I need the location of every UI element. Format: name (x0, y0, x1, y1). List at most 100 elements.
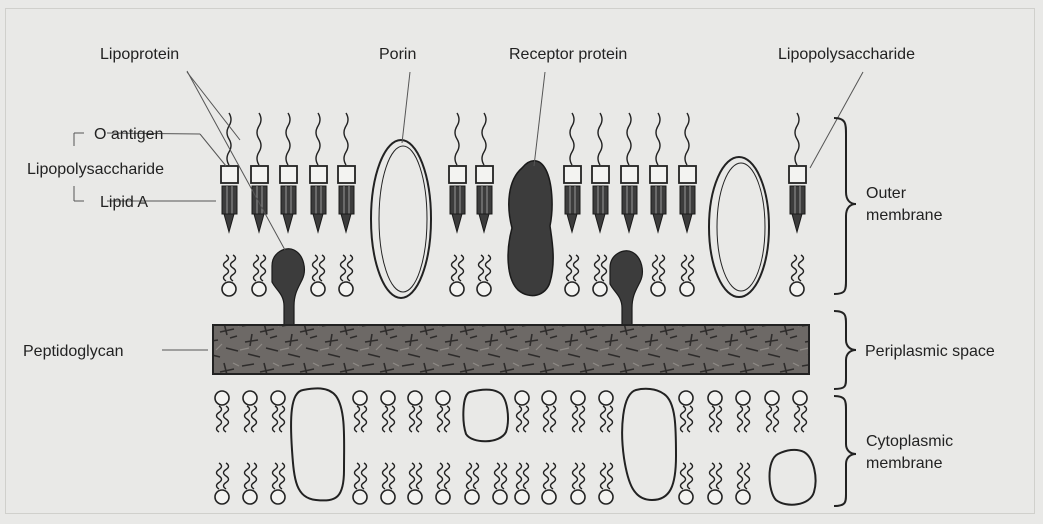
phospholipid-head (679, 490, 693, 504)
phospholipid-head (708, 391, 722, 405)
lipid-tail (252, 406, 257, 432)
lipid-a (593, 186, 608, 214)
phospholipid-head (651, 282, 665, 296)
lipid-tail (245, 406, 250, 432)
lipid-tail (273, 406, 278, 432)
lipid-tail (341, 255, 346, 281)
phospholipid-head (790, 282, 804, 296)
phospholipid-head (793, 391, 807, 405)
lipid-tail (688, 463, 693, 489)
phospholipid-head (381, 391, 395, 405)
phospholipid-head (493, 490, 507, 504)
lps-core (650, 166, 667, 183)
brace-cytoplasmic-membrane (834, 396, 856, 506)
lipid-tail (479, 255, 484, 281)
phospholipid-head (542, 391, 556, 405)
lipid-tail (682, 255, 687, 281)
label-receptor-protein: Receptor protein (509, 46, 627, 63)
lipid-tail (252, 463, 257, 489)
lipid-tail (524, 406, 529, 432)
lipid-tail (474, 463, 479, 489)
lipid-tail (231, 255, 236, 281)
lps-core (449, 166, 466, 183)
lipid-a (565, 186, 580, 214)
peptidoglycan-layer (213, 325, 809, 374)
o-antigen-chain (570, 113, 574, 165)
lps-core (789, 166, 806, 183)
lipid-tail (738, 463, 743, 489)
phospholipid-head (243, 490, 257, 504)
phospholipid-head (408, 490, 422, 504)
lipid-tail (410, 463, 415, 489)
cytoplasmic-membrane (215, 391, 807, 504)
lipid-tail (459, 255, 464, 281)
phospholipid-head (436, 490, 450, 504)
lipid-tail (802, 406, 807, 432)
lipid-tail (390, 463, 395, 489)
lps-core (280, 166, 297, 183)
lipid-tail (745, 406, 750, 432)
label-outer-membrane-line1: Outer (866, 185, 907, 202)
lipid-tail (280, 463, 285, 489)
phospholipid-head (311, 282, 325, 296)
lipid-tail (580, 406, 585, 432)
lipid-tail (544, 406, 549, 432)
label-lipoprotein: Lipoprotein (100, 46, 179, 63)
phospholipid-head (381, 490, 395, 504)
lipid-tail (280, 406, 285, 432)
lipid-tail (717, 406, 722, 432)
lipid-tail (524, 463, 529, 489)
label-cytoplasmic-membrane-line2: membrane (866, 455, 943, 472)
lipid-tail (495, 463, 500, 489)
membrane-protein (463, 390, 508, 442)
lipid-tail (573, 406, 578, 432)
lipid-a (622, 186, 637, 214)
lipid-tail (390, 406, 395, 432)
o-antigen-chain (455, 113, 459, 165)
phospholipid-head (736, 391, 750, 405)
phospholipid-head (736, 490, 750, 504)
lipid-tail (774, 406, 779, 432)
label-cytoplasmic-membrane-line1: Cytoplasmic (866, 433, 953, 450)
phospholipid-head (243, 391, 257, 405)
lipid-a (680, 186, 695, 214)
phospholipid-head (408, 391, 422, 405)
brace-outer-membrane (834, 118, 856, 294)
lipid-tail (517, 463, 522, 489)
phospholipid-head (708, 490, 722, 504)
lipid-tail (486, 255, 491, 281)
o-antigen-chain (627, 113, 631, 165)
lipid-tail (710, 406, 715, 432)
lipid-tail (348, 255, 353, 281)
lipid-tail (224, 406, 229, 432)
lipid-tail (681, 463, 686, 489)
lipid-tail (224, 255, 229, 281)
lipid-tail (313, 255, 318, 281)
lipid-tail (689, 255, 694, 281)
lipid-tail (710, 463, 715, 489)
phospholipid-head (436, 391, 450, 405)
phospholipid-head (571, 391, 585, 405)
lipid-tail (653, 255, 658, 281)
lipid-tail (660, 255, 665, 281)
lipid-tail (602, 255, 607, 281)
o-antigen-chain (482, 113, 486, 165)
porin-protein (709, 157, 769, 297)
lipid-tail (608, 406, 613, 432)
label-porin: Porin (379, 46, 416, 63)
lipid-tail (681, 406, 686, 432)
phospholipid-head (765, 391, 779, 405)
o-antigen-chain (316, 113, 320, 165)
phospholipid-head (252, 282, 266, 296)
lipid-a (252, 186, 267, 214)
lipid-tail (417, 406, 422, 432)
lipid-tail (245, 463, 250, 489)
lps-core (221, 166, 238, 183)
lipid-tail (467, 463, 472, 489)
lipid-tail (551, 406, 556, 432)
lipid-a (311, 186, 326, 214)
membrane-protein (291, 388, 344, 500)
lps-core (310, 166, 327, 183)
phospholipid-head (599, 391, 613, 405)
lps-core (564, 166, 581, 183)
